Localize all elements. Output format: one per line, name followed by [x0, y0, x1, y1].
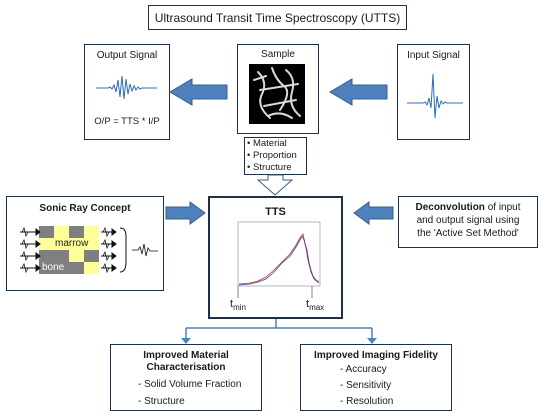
sonic-ray-heading: Sonic Ray Concept	[39, 203, 131, 214]
imaging-heading: Improved Imaging Fidelity	[314, 350, 438, 361]
arrow-sample-to-output	[169, 78, 228, 106]
bone-label: bone	[42, 262, 65, 273]
grid-cell-bone	[39, 250, 54, 262]
grid-cell-marrow	[84, 226, 99, 238]
tts-curve-blue	[238, 235, 320, 286]
title-box: Ultrasound Transit Time Spectroscopy (UT…	[148, 5, 407, 30]
output-waveform	[96, 75, 157, 100]
tmax-sub: max	[309, 303, 325, 313]
grid-cell-marrow	[84, 262, 99, 274]
sample-heading: Sample	[261, 49, 295, 60]
material-item-svf: - Solid Volume Fraction	[138, 379, 242, 390]
branch-connector	[185, 319, 373, 339]
deconvolution-box	[398, 196, 538, 248]
sample-bullet-material: • Material	[247, 138, 287, 149]
arrow-properties-to-tts	[256, 174, 294, 196]
material-box	[110, 344, 262, 411]
sonic-ray-pulses	[21, 226, 110, 274]
arrow-sonic-to-tts	[165, 201, 206, 225]
input-signal-heading: Input Signal	[407, 50, 460, 61]
diagram-title: Ultrasound Transit Time Spectroscopy (UT…	[154, 10, 401, 25]
sample-bullet-proportion-text: Proportion	[252, 150, 297, 161]
sonic-grid	[39, 226, 99, 274]
grid-cell-bone	[39, 226, 54, 238]
material-heading-line2: Characterisation	[146, 362, 226, 373]
material-item-structure: - Structure	[138, 396, 185, 407]
grid-cell-marrow	[39, 238, 99, 250]
sample-bullet-structure: • Structure	[247, 162, 292, 173]
deconvolution-bold: Deconvolution	[415, 202, 485, 213]
sample-bullet-structure-text: Structure	[252, 162, 292, 173]
tmin-t: t	[230, 298, 234, 310]
sample-bullet-proportion: • Proportion	[247, 150, 297, 161]
tts-curve-red	[238, 233, 320, 285]
grid-cell-bone	[69, 226, 84, 238]
arrow-input-to-sample	[329, 78, 388, 106]
grid-cell-bone	[84, 250, 99, 262]
tts-heading: TTS	[265, 206, 286, 218]
sample-bullet-material-text: Material	[252, 138, 287, 149]
output-equation: O/P = TTS * I/P	[94, 116, 160, 127]
deconvolution-line2: and output signal using	[416, 215, 520, 226]
tmin-sub: min	[233, 303, 246, 313]
grid-cell-marrow	[54, 226, 69, 238]
grid-cell-bone	[39, 262, 84, 274]
deconvolution-line1: Deconvolution of input	[398, 202, 538, 213]
tts-tmax-label: tmax	[306, 298, 324, 312]
imaging-item-resolution: - Resolution	[340, 396, 394, 407]
grid-cell-marrow	[69, 250, 84, 262]
output-signal-heading: Output Signal	[96, 50, 158, 61]
marrow-label: marrow	[55, 238, 89, 249]
arrowhead-imaging	[367, 338, 377, 344]
output-signal-box	[84, 44, 170, 140]
tts-plot	[237, 221, 321, 298]
material-heading-line1: Improved Material	[143, 350, 229, 361]
deconvolution-line1-rest: of input	[484, 202, 521, 213]
tmax-t: t	[306, 298, 310, 310]
input-waveform	[407, 73, 463, 119]
imaging-item-sensitivity: - Sensitivity	[340, 380, 392, 391]
grid-cell-bone	[54, 250, 69, 262]
sample-properties-box	[244, 137, 307, 175]
sonic-ray-arrows	[20, 228, 117, 272]
sample-texture	[253, 67, 301, 119]
arrowhead-material	[181, 338, 191, 344]
deconvolution-line3: the 'Active Set Method'	[417, 228, 519, 239]
sum-bracket	[119, 227, 127, 273]
tts-tmin-label: tmin	[230, 298, 246, 312]
imaging-item-accuracy: - Accuracy	[340, 364, 387, 375]
summed-signal	[132, 243, 158, 257]
imaging-box	[300, 344, 452, 411]
arrow-deconv-to-tts	[353, 201, 394, 225]
